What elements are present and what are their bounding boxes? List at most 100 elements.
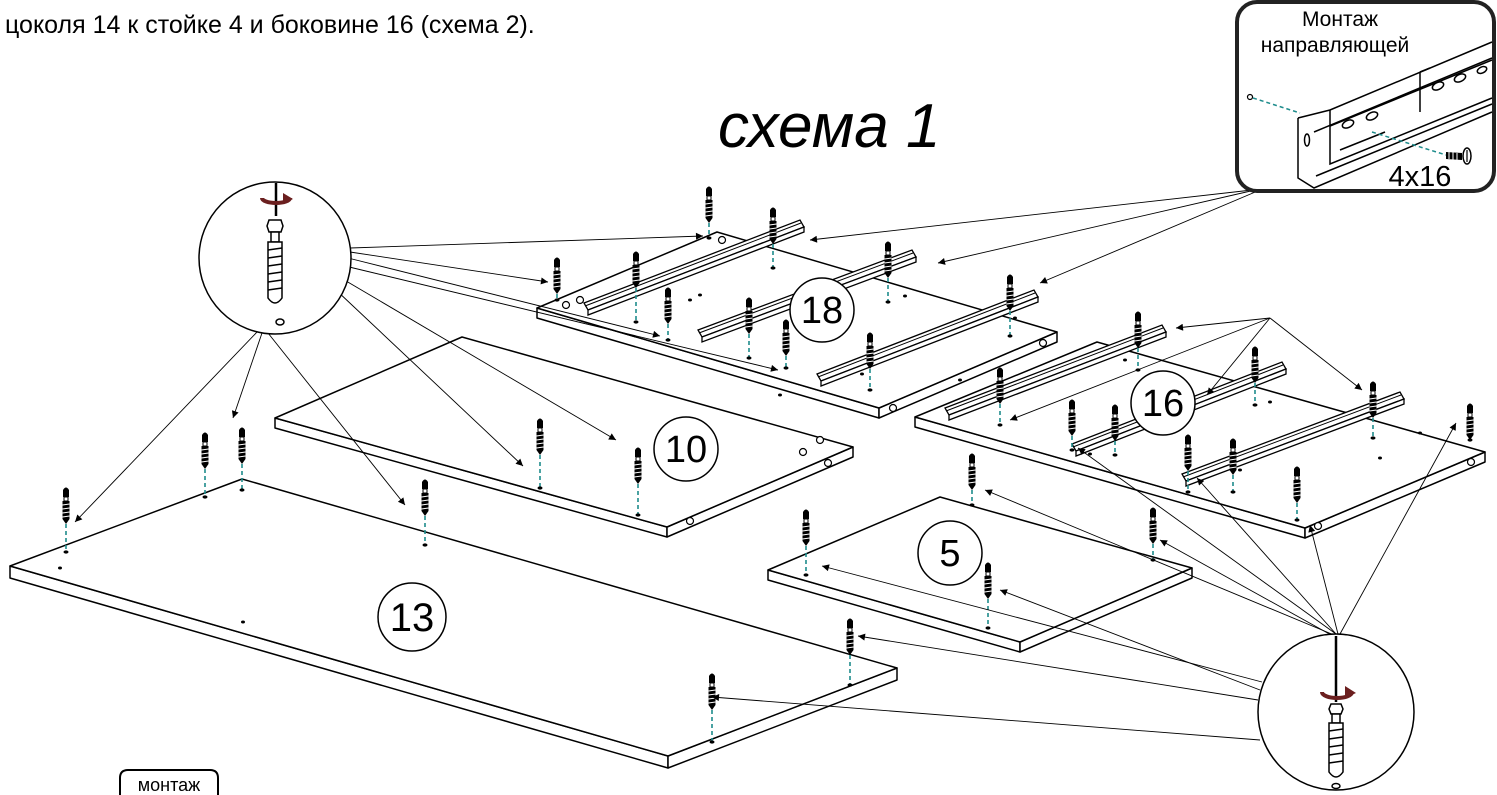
hole (241, 620, 245, 624)
pointer-line (1077, 447, 1337, 635)
screw-thread (802, 525, 810, 528)
screw (705, 186, 713, 240)
edge-hole (685, 516, 695, 526)
screw-thread (708, 689, 716, 692)
screw-head (1230, 438, 1236, 448)
hole (1185, 490, 1191, 494)
hole (985, 626, 991, 630)
confirmat-screw-icon (266, 219, 284, 304)
screw-thread (634, 471, 642, 474)
hole (885, 300, 891, 304)
footer-label-box: монтаж (119, 769, 219, 795)
screw-thread (1134, 331, 1142, 334)
screw-thread (769, 223, 777, 226)
pointer-line (1175, 317, 1271, 331)
hole (698, 293, 702, 297)
screw-thread (884, 269, 892, 272)
screw-head (1007, 274, 1013, 284)
screw-head (770, 207, 776, 217)
screw (238, 427, 246, 492)
screw-thread (421, 507, 429, 510)
screw-thread (968, 481, 976, 484)
screw (553, 257, 561, 302)
hole (706, 236, 712, 240)
screw-thread (238, 455, 246, 458)
screw (421, 479, 429, 547)
pointer-line (1196, 477, 1337, 635)
screw-thread (984, 582, 992, 585)
screw-thread (1229, 466, 1237, 469)
screw-thread (745, 313, 753, 316)
screw-neck (1370, 390, 1376, 396)
screw-head (63, 487, 69, 497)
screw (1149, 507, 1157, 562)
screw-thread (536, 446, 544, 449)
screw (866, 332, 874, 392)
screw-thread (664, 307, 672, 310)
hole (783, 366, 789, 370)
pointer-lines-layer (74, 189, 1457, 741)
confirmat-screw-icon (1328, 703, 1344, 778)
pointer-line (74, 330, 259, 523)
part-label-18: 18 (789, 277, 855, 343)
screw-thread (705, 214, 713, 217)
hole (860, 372, 864, 376)
screw-neck (665, 296, 671, 302)
edge-hole (1466, 457, 1476, 467)
hole (997, 423, 1003, 427)
screw-thread (1111, 428, 1119, 431)
screw-thread (996, 383, 1004, 386)
screw (1293, 466, 1301, 522)
screw-neck (746, 306, 752, 312)
screw-thread (884, 261, 892, 264)
guide-rail-closeup-icon (1297, 41, 1493, 189)
screw-neck (239, 436, 245, 442)
screw-thread (782, 339, 790, 342)
screw-thread (984, 578, 992, 581)
screw-neck (1069, 408, 1075, 414)
screw-thread (866, 360, 874, 363)
screw-thread (553, 281, 561, 284)
screw-thread (1229, 462, 1237, 465)
screw-thread (632, 267, 640, 270)
screw-thread (782, 347, 790, 350)
screw-thread (201, 452, 209, 455)
screw-thread (1369, 409, 1377, 412)
hole (422, 543, 428, 547)
part-number: 13 (390, 596, 435, 640)
screw-thread (884, 257, 892, 260)
screw (782, 319, 790, 370)
hole (1294, 518, 1300, 522)
screw-thread (632, 271, 640, 274)
screw-thread (664, 315, 672, 318)
pointer-line (1308, 524, 1339, 635)
hole (867, 388, 873, 392)
screw-thread (1369, 401, 1377, 404)
pointer-line (1339, 422, 1457, 635)
screw (1111, 404, 1119, 457)
screw-head (1370, 381, 1376, 391)
screw-head (746, 297, 752, 307)
pointer-line (999, 589, 1261, 691)
screw-thread (1111, 432, 1119, 435)
hole (202, 495, 208, 499)
edge-hole (561, 300, 571, 310)
hole (770, 266, 776, 270)
hole (1370, 436, 1376, 440)
pointer-line (1009, 317, 1271, 421)
screw (1251, 346, 1259, 407)
screw-neck (1467, 412, 1473, 418)
screw-head (554, 257, 560, 267)
screw-head (665, 287, 671, 297)
screw-head (709, 673, 715, 683)
pointer-line (857, 633, 1259, 701)
screw-neck (633, 260, 639, 266)
screw-thread (536, 438, 544, 441)
part-number: 16 (1142, 383, 1184, 425)
screw-neck (554, 266, 560, 272)
screw (62, 487, 70, 554)
screw-thread (62, 503, 70, 506)
screw-thread (664, 311, 672, 314)
rail-side (587, 226, 805, 316)
edge-hole (798, 447, 808, 457)
